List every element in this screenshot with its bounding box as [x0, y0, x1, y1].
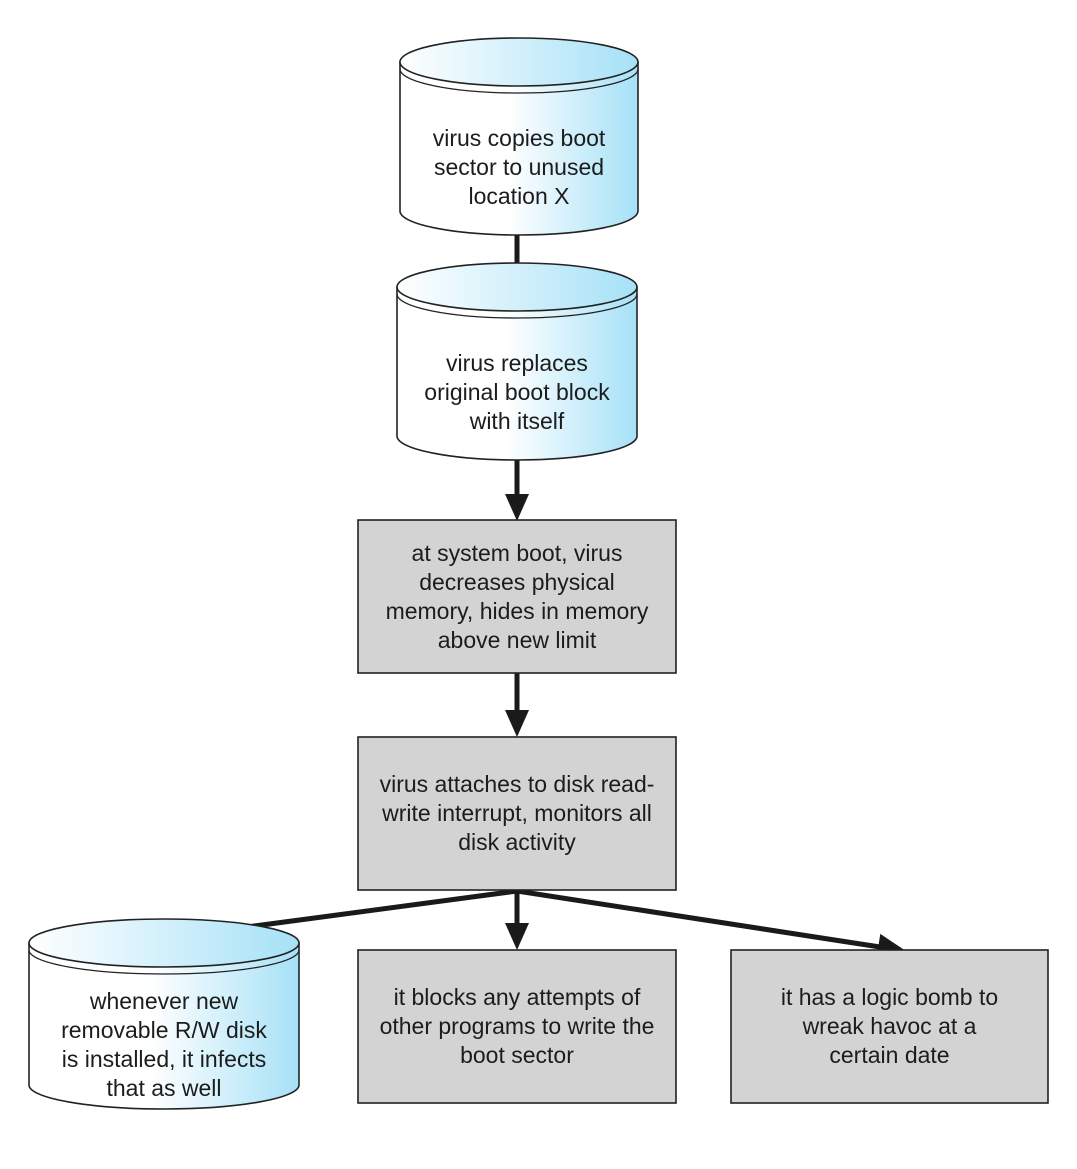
edge-attach-to-block — [505, 890, 529, 950]
node-copy-boot-sector — [399, 37, 639, 236]
node-block-writes — [357, 949, 677, 1104]
edge-attach-to-bomb — [516, 888, 906, 958]
edge-boot-to-attach — [505, 673, 529, 737]
node-logic-bomb — [730, 949, 1049, 1104]
node-system-boot — [357, 519, 677, 674]
edge-replace-to-boot — [505, 459, 529, 521]
node-replace-boot-block — [396, 262, 638, 461]
node-infect-removable — [28, 918, 300, 1110]
node-attach-interrupt — [357, 736, 677, 891]
